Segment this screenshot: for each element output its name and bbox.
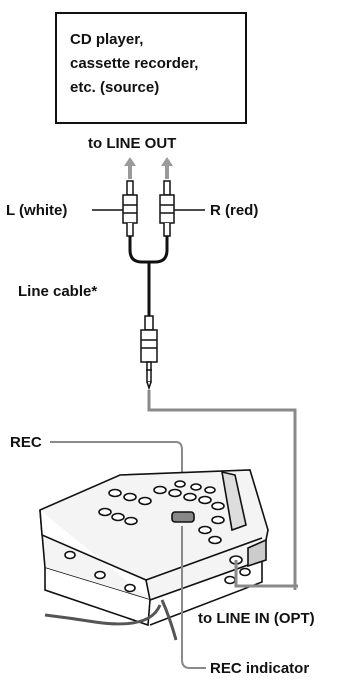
rec-leader <box>50 441 183 518</box>
line-in-routing-line <box>147 390 297 590</box>
line-cable-label: Line cable* <box>18 283 97 300</box>
mini-plug-icon <box>140 315 158 391</box>
up-arrow-icon <box>161 157 173 179</box>
source-label-line3: etc. (source) <box>70 79 159 96</box>
left-plug-label: L (white) <box>6 202 67 219</box>
source-device-box <box>55 12 247 124</box>
md-recorder-icon <box>39 469 269 627</box>
headphone-cable <box>160 599 178 641</box>
to-line-out-label: to LINE OUT <box>88 135 176 152</box>
rec-label: REC <box>10 434 42 451</box>
line-in-leader <box>234 560 298 588</box>
headphone-cable <box>44 604 162 626</box>
y-cable <box>128 236 169 264</box>
rca-plug-icon <box>159 180 175 237</box>
up-arrow-icon <box>124 157 136 179</box>
rca-plug-icon <box>122 180 138 237</box>
rec-indicator-label: REC indicator <box>210 660 309 677</box>
source-label-line2: cassette recorder, <box>70 55 198 72</box>
to-line-in-label: to LINE IN (OPT) <box>198 610 315 627</box>
source-label-line1: CD player, <box>70 31 143 48</box>
rec-indicator-leader <box>181 526 206 669</box>
right-plug-label: R (red) <box>210 202 258 219</box>
